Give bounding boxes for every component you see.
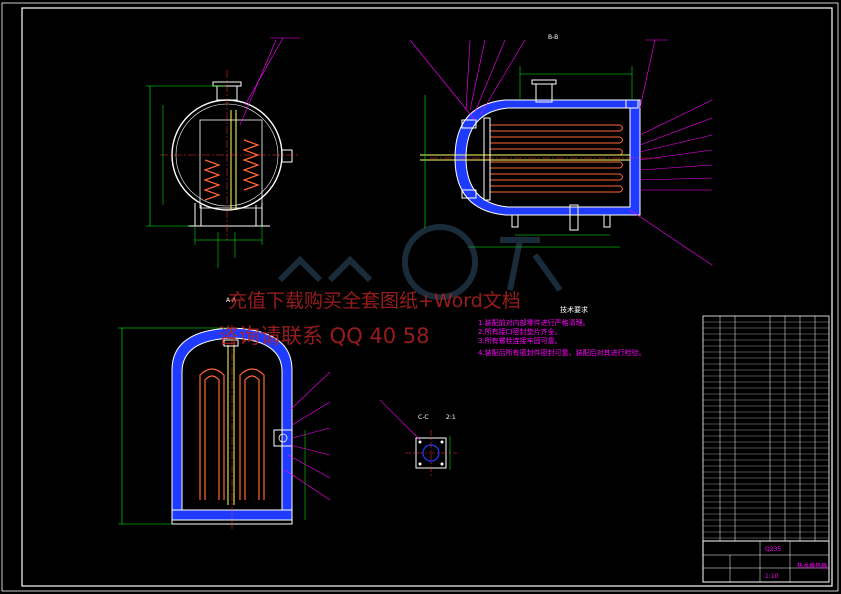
title-block-scale: 1:10 [765, 573, 779, 580]
parts-list-table [702, 315, 830, 542]
view-detail-cc [379, 399, 457, 476]
view-end-section [146, 37, 300, 268]
tech-note-4: 4.装配后所有密封件密封可靠，装配后对其进行检验。 [478, 349, 646, 357]
section-label-cc: C-C [418, 414, 429, 421]
watermark-line-2: 咨询请联系 QQ 40 58 [218, 324, 430, 348]
sheet-border-inner [21, 7, 833, 587]
tech-note-2: 2.所有接口密封垫片齐全。 [478, 328, 562, 336]
title-block-material: Q235 [765, 546, 782, 553]
tech-requirements-title: 技术要求 [560, 306, 588, 314]
section-label-aa: A-A [226, 297, 237, 304]
title-block-drawing-name: 热水换热器 [797, 563, 828, 570]
section-scale-cc: 2:1 [446, 414, 456, 421]
section-label-bb: B-B [548, 34, 559, 41]
view-front-section [409, 39, 713, 266]
watermark-logo [277, 224, 563, 300]
tech-note-3: 3.所有螺栓连接牢固可靠。 [478, 337, 562, 345]
watermark-line-1: 充值下载购买全套图纸+Word文档 [228, 290, 521, 312]
tech-note-1: 1.装配前对内部零件进行严格清理。 [478, 319, 590, 327]
title-block [702, 540, 830, 583]
view-side-section [118, 325, 331, 530]
